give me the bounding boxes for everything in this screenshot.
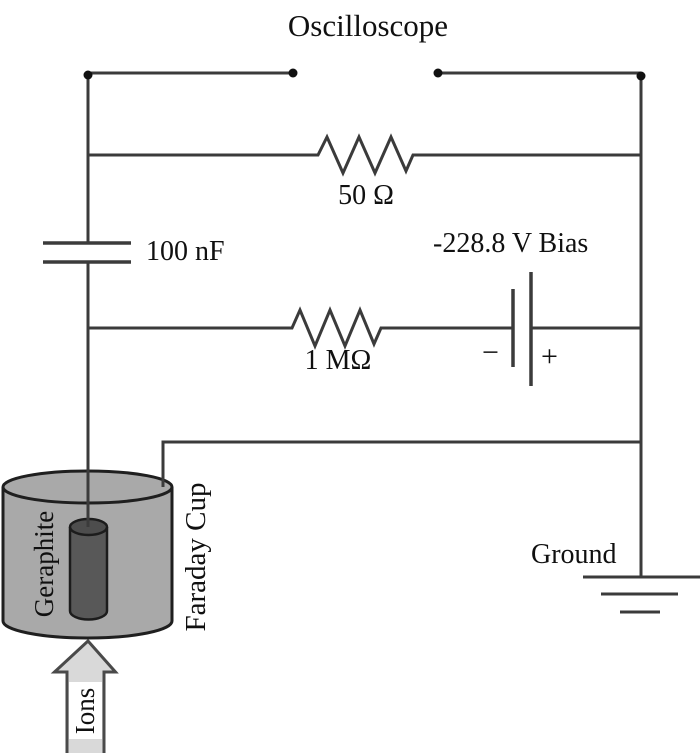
- ions-label: Ions: [70, 687, 100, 735]
- graphite-label: Geraphite: [29, 510, 59, 618]
- ground-label: Ground: [531, 539, 617, 570]
- battery-plus-label: +: [541, 340, 558, 373]
- ions-label-backing: [69, 682, 102, 739]
- bias-voltage-label: -228.8 V Bias: [433, 228, 589, 259]
- battery-minus-label: −: [482, 336, 499, 369]
- resistor-50-ohm-symbol: [88, 133, 641, 177]
- junction-dot-osc-right: [433, 68, 443, 78]
- battery-symbol: [511, 272, 533, 386]
- capacitor-label: 100 nF: [146, 236, 225, 267]
- capacitor-symbol: [43, 241, 131, 264]
- resistor-50-ohm-label: 50 Ω: [338, 180, 394, 211]
- ground-symbol: [583, 575, 700, 614]
- wires: [86, 71, 643, 577]
- junction-dots: [83, 68, 646, 81]
- junction-dot-top-right: [636, 71, 646, 81]
- graphite-collector-body: [68, 527, 109, 621]
- resistor-1-megaohm-label: 1 MΩ: [304, 345, 372, 376]
- wire-cup-to-right: [161, 440, 641, 487]
- ion-beam-arrow: [50, 638, 119, 753]
- resistor-1-megaohm-symbol: [88, 306, 513, 350]
- junction-dot-top-left: [83, 70, 93, 80]
- junction-dot-osc-left: [288, 68, 298, 78]
- faraday-cup-label: Faraday Cup: [180, 482, 212, 632]
- oscilloscope-label: Oscilloscope: [287, 8, 449, 43]
